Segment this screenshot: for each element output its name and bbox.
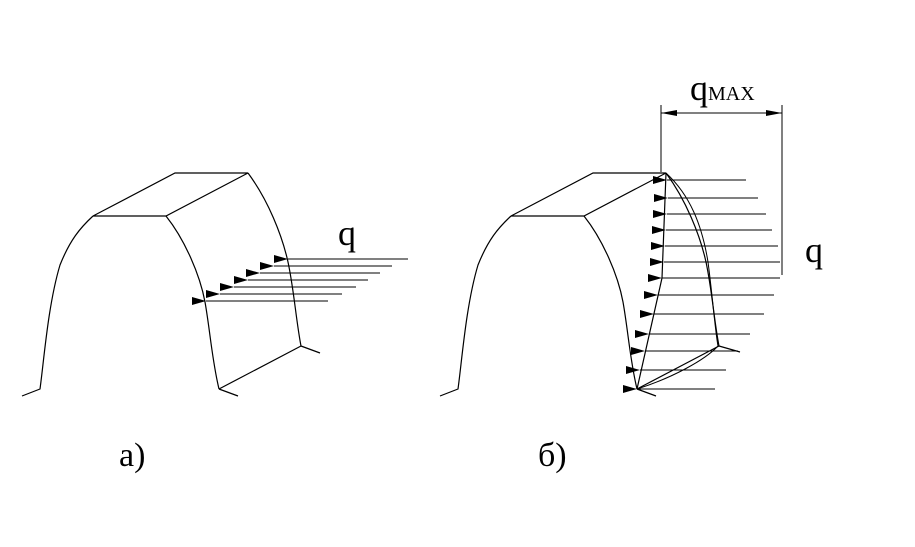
qmax-label-base: q — [690, 68, 708, 108]
tooth-b — [439, 172, 741, 397]
tooth-b-back-flank — [665, 172, 720, 347]
tooth-b-root-left — [636, 388, 657, 397]
tooth-a-front-flank — [165, 215, 220, 390]
contact-line — [636, 172, 667, 390]
qmax-arrow-right — [766, 110, 782, 116]
tooth-a-root-left — [218, 388, 239, 397]
caption-a: а) — [119, 437, 145, 474]
tooth-b-top-face — [510, 172, 667, 217]
qmax-dimension — [660, 105, 783, 275]
load-envelope — [636, 172, 719, 390]
tooth-a — [21, 172, 321, 397]
qmax-arrow-left — [661, 110, 677, 116]
load-arrows-a — [192, 255, 408, 305]
tooth-a-root-right — [300, 345, 321, 354]
tooth-a-bottom-edge — [218, 345, 302, 390]
tooth-a-left-flank — [21, 215, 94, 397]
caption-b: б) — [538, 437, 567, 474]
tooth-b-front-flank — [583, 215, 638, 390]
tooth-a-back-flank — [247, 172, 302, 347]
load-arrows-b — [623, 176, 780, 393]
qmax-label: qMAX — [690, 68, 755, 108]
tooth-a-top-face — [92, 172, 249, 217]
qmax-label-subscript: MAX — [708, 83, 755, 105]
load-symbol-b: q — [805, 230, 823, 270]
load-symbol-a: q — [338, 213, 356, 253]
tooth-b-left-flank — [439, 215, 512, 397]
tooth-b-bottom-edge — [636, 345, 720, 390]
